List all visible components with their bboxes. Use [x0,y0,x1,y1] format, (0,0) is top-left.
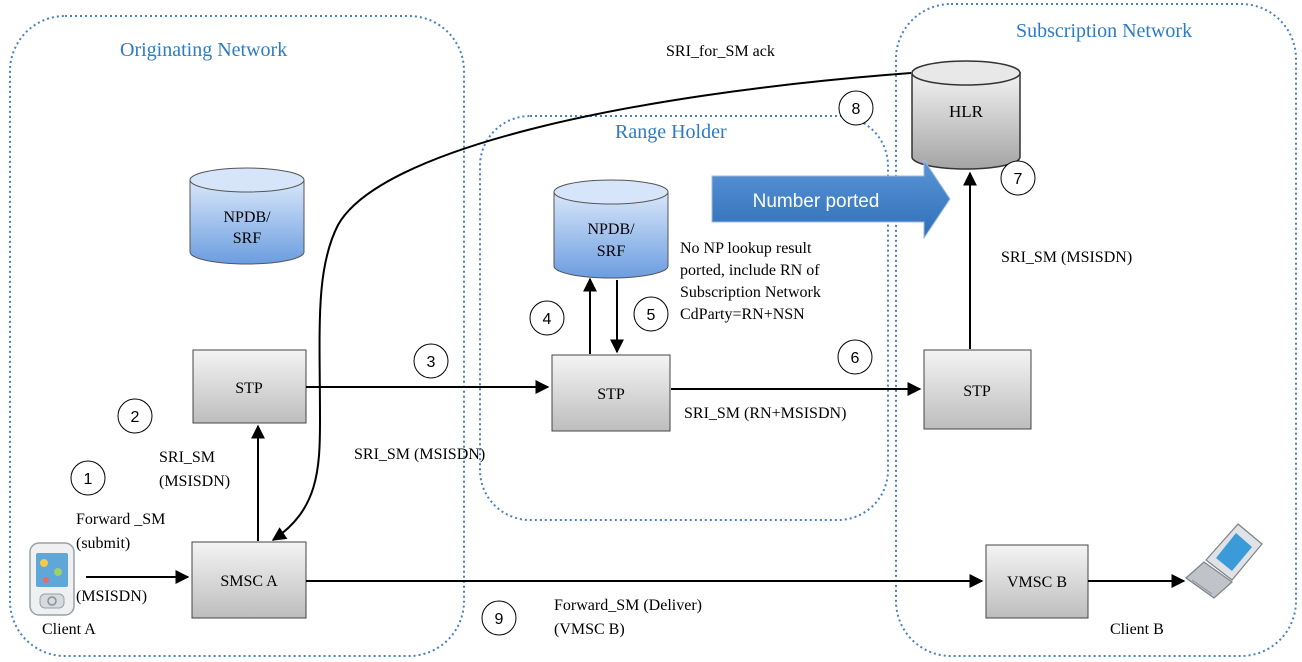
client-a-label: Client A [42,621,96,638]
stp-left-label: STP [235,380,263,397]
step-circle-5: 5 [633,296,669,332]
label-np-result-line1: No NP lookup result [680,240,812,257]
npdb-mid-line1: NPDB/ [587,221,635,238]
label-np-result-line2: ported, include RN of [680,262,820,279]
svg-text:1: 1 [84,471,93,488]
npdb-srf-mid: NPDB/ SRF [553,179,669,279]
smsc-a-label: SMSC A [220,573,278,590]
stp-mid-box: STP [551,354,671,432]
subscription-network-region [895,3,1297,657]
hlr-database: HLR [911,60,1021,170]
step-circle-4: 4 [529,300,565,336]
label-forward-sm-deliver-line2: (VMSC B) [554,621,625,638]
client-b-label: Client B [1110,621,1164,638]
step-circle-7: 7 [1000,160,1036,196]
npdb-left-line2: SRF [233,230,262,247]
npdb-srf-left: NPDB/ SRF [189,167,305,265]
client-b-phone-icon [1185,523,1263,599]
npdb-left-line1: NPDB/ [223,209,271,226]
stp-right-label: STP [963,383,991,400]
svg-text:6: 6 [851,350,860,367]
label-sri-for-sm-ack: SRI_for_SM ack [666,43,775,60]
client-a-phone-icon [29,542,75,616]
smsc-a-box: SMSC A [191,541,307,619]
number-ported-text: Number ported [753,191,880,212]
vmsc-b-box: VMSC B [985,544,1089,619]
step-circle-6: 6 [837,339,873,375]
label-sri-sm-mid: SRI_SM (MSISDN) [354,446,485,463]
svg-text:7: 7 [1014,171,1023,188]
stp-mid-label: STP [597,386,625,403]
label-sri-sm-right: SRI_SM (MSISDN) [1001,249,1132,266]
svg-text:9: 9 [495,611,504,628]
label-forward-sm-line2: (submit) [76,535,130,552]
label-msisdn-client: (MSISDN) [76,588,147,605]
label-sri-sm-left-line2: (MSISDN) [159,473,230,490]
originating-network-title: Originating Network [120,39,287,61]
label-np-result-line4: CdParty=RN+NSN [680,306,805,323]
step-circle-1: 1 [70,460,106,496]
step-circle-3: 3 [413,343,449,379]
label-sri-sm-rn: SRI_SM (RN+MSISDN) [684,405,846,422]
hlr-label: HLR [949,102,984,121]
svg-text:2: 2 [131,409,140,426]
step-circle-2: 2 [117,398,153,434]
svg-text:4: 4 [543,311,552,328]
range-holder-title: Range Holder [615,121,727,143]
step-circle-8: 8 [838,90,874,126]
svg-text:5: 5 [647,307,656,324]
npdb-mid-line2: SRF [597,243,626,260]
subscription-network-title: Subscription Network [1016,20,1192,42]
svg-text:3: 3 [427,354,436,371]
label-forward-sm-deliver-line1: Forward_SM (Deliver) [554,597,702,614]
svg-text:8: 8 [852,101,861,118]
vmsc-b-label: VMSC B [1007,574,1067,591]
arrow-hlr-ack-to-smsc [271,72,912,541]
originating-network-region [9,15,465,657]
label-forward-sm-line1: Forward _SM [76,511,165,528]
label-sri-sm-left-line1: SRI_SM [159,449,215,466]
stp-right-box: STP [923,349,1032,430]
label-np-result-line3: Subscription Network [680,284,821,301]
number-ported-banner: Number ported [711,158,951,240]
stp-left-box: STP [192,349,307,424]
step-circle-9: 9 [481,600,517,636]
